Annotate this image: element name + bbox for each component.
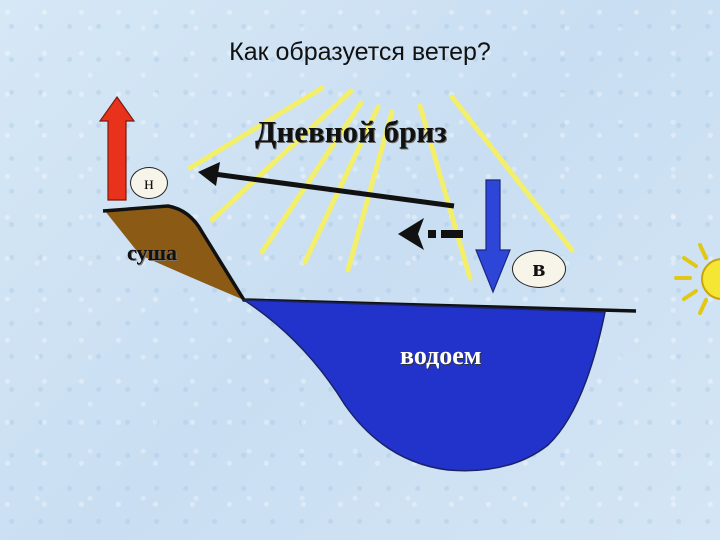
arrow-up-icon [98,95,136,201]
sun-rays [187,85,575,281]
high-pressure-marker: в [512,250,566,288]
arrow-down-icon [475,179,511,294]
sun-icon [674,243,720,315]
water-label: водоем [400,341,482,370]
land-label: суша [127,240,178,265]
diagram-subtitle: Дневной бриз [255,114,447,149]
low-pressure-marker: н [130,167,168,199]
land-shape [105,206,244,300]
arrow-left-icon [198,162,455,209]
slide-title: Как образуется ветер? [229,38,491,66]
sun-ray [345,109,395,273]
sun-ray [302,104,381,265]
sun-ray [209,88,354,223]
water-body [241,299,606,472]
sun-ray [449,94,575,253]
dashed-arrow-left-icon [398,218,463,250]
sun-ray [187,85,325,171]
sun-ray [417,103,473,281]
low-pressure-label: н [144,172,154,193]
sun-ray [259,100,364,255]
high-pressure-label: в [532,255,546,282]
ground-line [102,204,637,313]
